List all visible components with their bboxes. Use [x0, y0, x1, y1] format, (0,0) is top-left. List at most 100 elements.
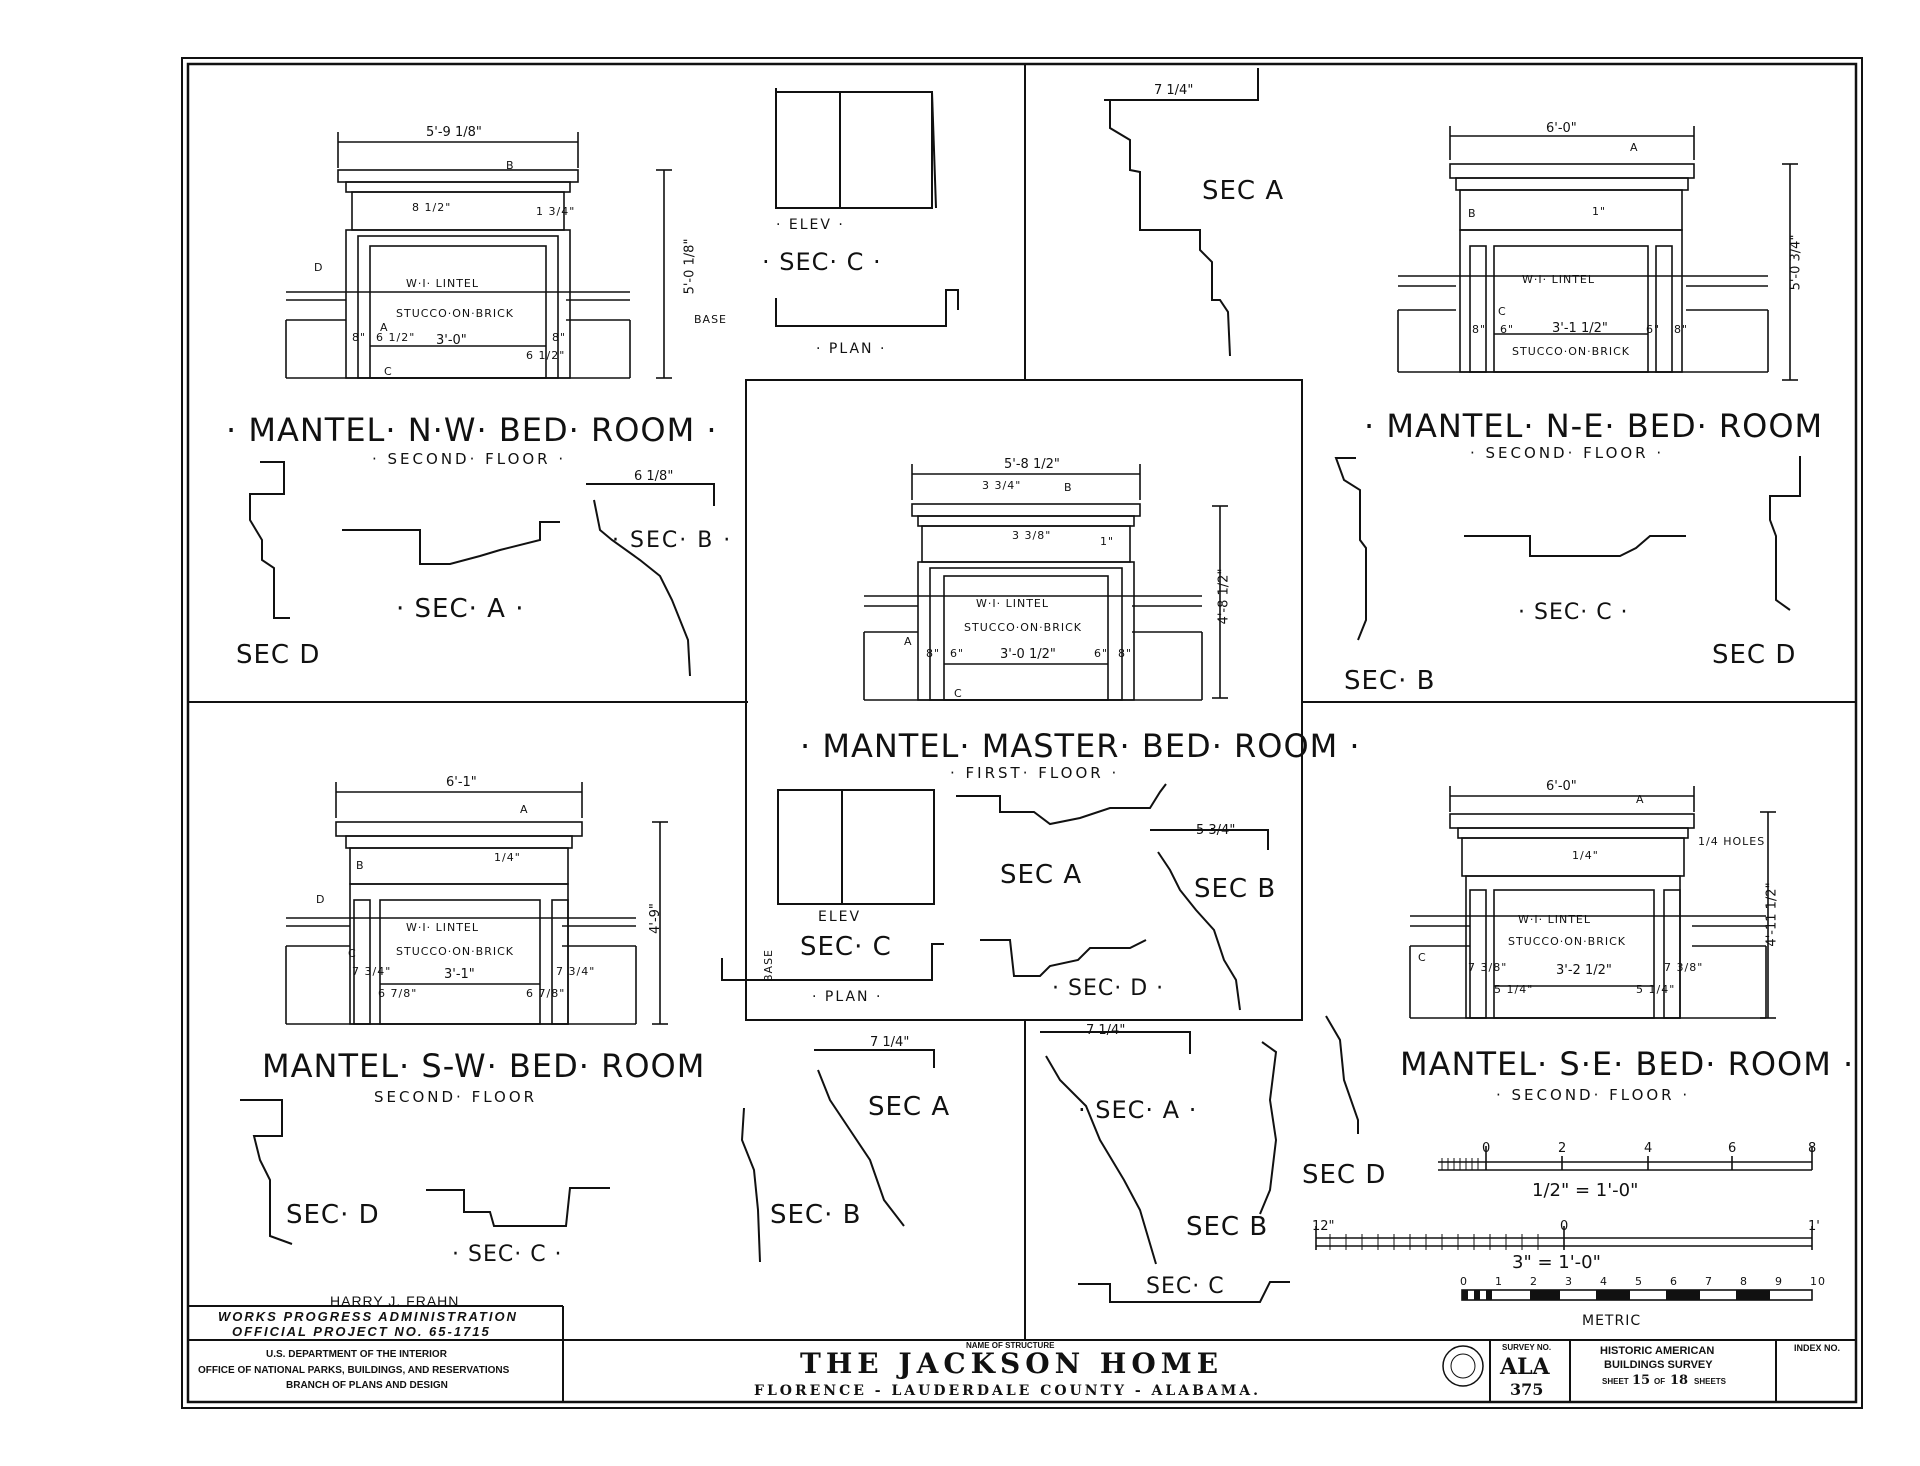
metric-tick-label: 9 [1775, 1275, 1783, 1288]
se-sec-d: SEC D [1302, 1160, 1387, 1190]
mantel-master-lintel: W·I· LINTEL [976, 597, 1050, 610]
mantel-sw-lintel: W·I· LINTEL [406, 921, 480, 934]
sheet-word: SHEET [1602, 1377, 1629, 1386]
mantel-se-opening: 3'-2 1/2" [1556, 963, 1612, 978]
structure-name-label: NAME OF STRUCTURE [966, 1341, 1055, 1350]
mantel-se-d4: 7 3/8" [1664, 961, 1704, 974]
mantel-ne-width: 6'-0" [1546, 121, 1577, 136]
ne-sec-a-dim: 7 1/4" [1154, 83, 1194, 98]
metric-scale-blocks [1462, 1290, 1770, 1300]
mantel-ne-d2: 6" [1500, 323, 1515, 336]
master-elev: ELEV [818, 909, 862, 925]
agency-line3: BRANCH OF PLANS AND DESIGN [286, 1380, 448, 1391]
mantel-sw-title: MANTEL· S-W· BED· ROOM [262, 1047, 706, 1085]
scale2-left: 12" [1312, 1219, 1335, 1234]
mantel-nw-lintel: W·I· LINTEL [406, 277, 480, 290]
mark-a-se: A [1636, 793, 1645, 806]
nw-sec-b: · SEC· B · [612, 528, 733, 553]
mantel-sw-stucco: STUCCO·ON·BRICK [396, 945, 514, 958]
survey-state: ALA [1500, 1354, 1550, 1380]
mantel-sw-floor: SECOND· FLOOR [374, 1088, 538, 1106]
scale-tick-fine [1329, 1158, 1539, 1250]
metric-tick-label: 1 [1495, 1275, 1503, 1288]
mark-b-ne: B [1468, 207, 1477, 220]
mantel-nw-height: 5'-0 1/8" [682, 238, 698, 295]
mark-c-ne: C [1498, 305, 1507, 318]
mantel-master-v3: 1" [1100, 535, 1115, 548]
mantel-se-floor: · SECOND· FLOOR · [1496, 1086, 1691, 1104]
mantel-se-height: 4'-11 1/2" [1764, 882, 1780, 947]
mantel-master-width: 5'-8 1/2" [1004, 457, 1060, 472]
nw-plan: · PLAN · [816, 341, 887, 357]
ne-sec-b: SEC· B [1344, 666, 1436, 696]
mantel-nw-floor: · SECOND· FLOOR · [372, 450, 567, 468]
mantel-master-v2: 3 3/8" [1012, 529, 1052, 542]
delineator: HARRY J. FRAHN [330, 1293, 460, 1309]
habs-line2: BUILDINGS SURVEY [1604, 1359, 1713, 1371]
metric-tick-label: 10 [1810, 1275, 1826, 1288]
metric-tick-label: 3 [1565, 1275, 1573, 1288]
of-word: OF [1654, 1377, 1666, 1386]
mantel-nw-stucco: STUCCO·ON·BRICK [396, 307, 514, 320]
mantel-master-elevation [863, 464, 1228, 701]
mantel-se-elevation [1409, 786, 1776, 1019]
sw-sec-a: SEC A [868, 1092, 951, 1122]
ne-sec-d: SEC D [1712, 640, 1797, 670]
mark-c-master: C [954, 687, 963, 700]
mantel-se-title: MANTEL· S·E· BED· ROOM · [1400, 1045, 1855, 1083]
mantel-master-stucco: STUCCO·ON·BRICK [964, 621, 1082, 634]
mark-a-ne: A [1630, 141, 1639, 154]
ne-sec-c: · SEC· C · [1518, 600, 1629, 625]
mantel-nw-d1: 8" [352, 331, 367, 344]
master-sec-a: SEC A [1000, 860, 1083, 890]
sheet-total: 18 [1670, 1373, 1689, 1388]
mantel-nw-width: 5'-9 1/8" [426, 125, 482, 140]
master-sec-b-dim: 5 3/4" [1196, 823, 1236, 838]
metric-tick-label: 5 [1635, 1275, 1643, 1288]
mark-c: C [384, 365, 393, 378]
scale1-tick-8: 8 [1808, 1141, 1817, 1156]
master-sec-c: SEC· C [800, 932, 892, 962]
mantel-se-d2: 5 1/4" [1494, 983, 1534, 996]
mantel-sw-opening: 3'-1" [444, 967, 475, 982]
mantel-se-holes: 1/4 HOLES [1698, 835, 1766, 848]
index-label: INDEX NO. [1794, 1343, 1841, 1353]
mantel-master-v1: 3 3/4" [982, 479, 1022, 492]
mantel-sw-d4: 7 3/4" [556, 965, 596, 978]
mantel-nw-opening: 3'-0" [436, 333, 467, 348]
habs-line1: HISTORIC AMERICAN [1600, 1345, 1715, 1357]
wpa-line2: OFFICIAL PROJECT NO. 65-1715 [232, 1324, 491, 1339]
mantel-ne-lintel: W·I· LINTEL [1522, 273, 1596, 286]
metric-tick-label: 8 [1740, 1275, 1748, 1288]
mark-a-sw: A [520, 803, 529, 816]
mantel-nw-elevation [285, 132, 672, 379]
mark-c-sw: C [348, 947, 357, 960]
mantel-master-d1: 8" [926, 647, 941, 660]
mantel-master-d2: 6" [950, 647, 965, 660]
master-sec-b: SEC B [1194, 874, 1277, 904]
master-plan: · PLAN · [812, 989, 883, 1005]
metric-tick-label: 7 [1705, 1275, 1713, 1288]
section-profiles [240, 68, 1801, 1303]
habs-seal [1442, 1345, 1484, 1387]
mantel-master-floor: · FIRST· FLOOR · [950, 764, 1120, 782]
mark-c-se: C [1418, 951, 1427, 964]
mantel-se-stucco: STUCCO·ON·BRICK [1508, 935, 1626, 948]
mantel-ne-opening: 3'-1 1/2" [1552, 321, 1608, 336]
scale1-tick-0: 0 [1482, 1141, 1491, 1156]
metric-label: METRIC [1582, 1313, 1642, 1329]
mantel-nw-d3: 8" [552, 331, 567, 344]
mantel-nw-d2: 6 1/2" [376, 331, 416, 344]
metric-tick-label: 6 [1670, 1275, 1678, 1288]
se-sec-a-dim: 7 1/4" [1086, 1023, 1126, 1038]
se-sec-b: SEC B [1186, 1212, 1269, 1242]
sheets-word: SHEETS [1694, 1377, 1727, 1386]
mantel-ne-title: · MANTEL· N-E· BED· ROOM [1364, 407, 1824, 445]
scale1-tick-2: 2 [1558, 1141, 1567, 1156]
agency-line2: OFFICE OF NATIONAL PARKS, BUILDINGS, AND… [198, 1365, 510, 1376]
mantel-sw-height: 4'-9" [647, 903, 663, 934]
sheet-outer-border [181, 57, 1863, 1409]
se-sec-c: SEC· C [1146, 1274, 1225, 1299]
mantel-ne-d1: 8" [1472, 323, 1487, 336]
mark-b: B [506, 159, 515, 172]
